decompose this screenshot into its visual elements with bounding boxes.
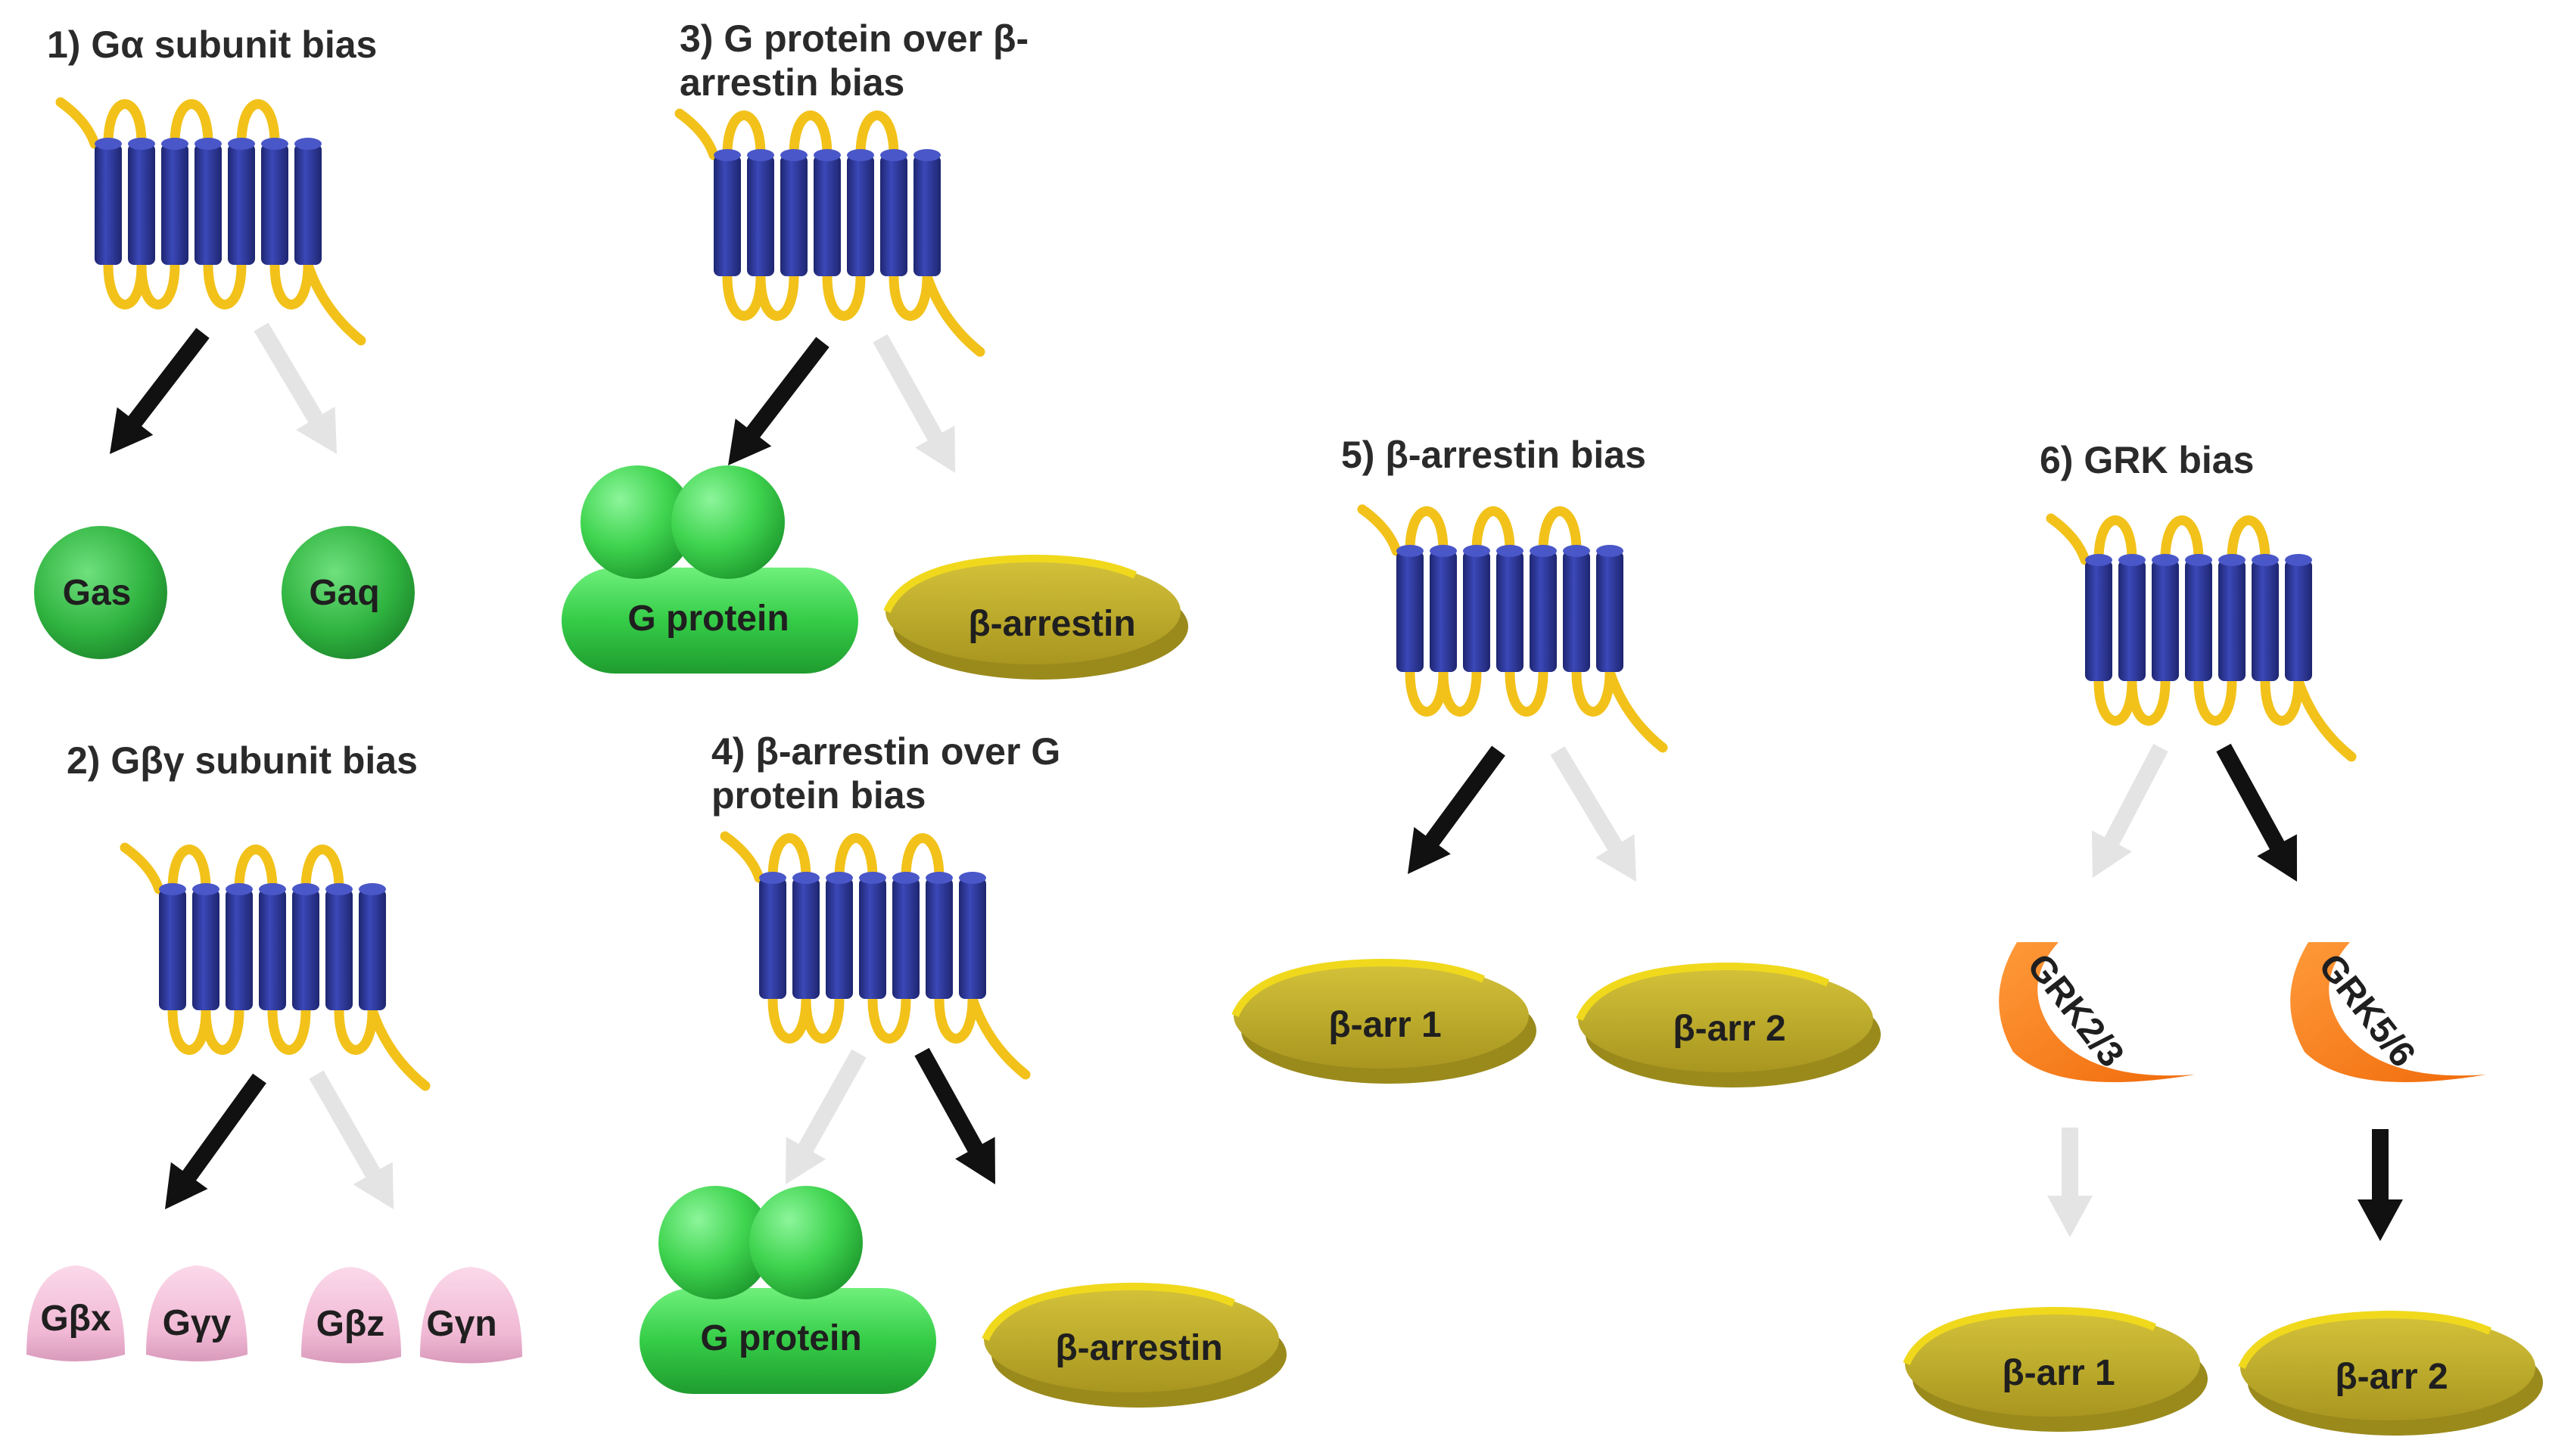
g-alpha-q-label: Gaq: [309, 573, 379, 613]
grk2-3-crescent: GRK2/3: [1999, 942, 2195, 1082]
g-beta-z-subunit: Gβz: [301, 1267, 401, 1364]
gpcr-receptor-icon: [1357, 504, 1668, 753]
g-gamma-y-label: Gγy: [163, 1303, 232, 1343]
panel-2-title: 2) Gβγ subunit bias: [67, 739, 418, 782]
g-protein-heterotrimer: G protein: [562, 465, 858, 674]
panel-4-arrestin-over-gprotein-bias: 4) β-arrestin over G protein bias G prot…: [640, 730, 1287, 1408]
gpcr-receptor-icon: [2046, 513, 2357, 762]
g-protein-label: G protein: [700, 1318, 861, 1358]
active-arrow-icon: [2358, 1129, 2403, 1241]
panel-1-title: 1) Gα subunit bias: [47, 23, 377, 66]
beta-arrestin-1-disc: β-arr 1: [1231, 958, 1536, 1084]
g-alpha-q-sphere: Gaq: [282, 526, 415, 659]
g-protein-label: G protein: [627, 599, 789, 639]
panel-4-title: 4) β-arrestin over G protein bias: [711, 730, 1071, 817]
panel-6-grk-bias: 6) GRK bias GRK2/3 GRK5/6 β-arr 1 β-arr …: [1903, 439, 2543, 1436]
inactive-arrow-icon: [254, 322, 337, 454]
inactive-arrow-icon: [2091, 743, 2168, 878]
beta-arrestin-disc: β-arrestin: [982, 1282, 1287, 1408]
g-alpha-s-label: Gas: [63, 573, 132, 613]
beta-arr-1-label: β-arr 1: [1328, 1005, 1441, 1045]
beta-arr-1-label: β-arr 1: [2002, 1353, 2115, 1393]
inactive-arrow-icon: [2047, 1128, 2093, 1237]
g-gamma-y-subunit: Gγy: [146, 1265, 247, 1361]
inactive-arrow-icon: [786, 1049, 867, 1184]
inactive-arrow-icon: [873, 334, 955, 473]
beta-arrestin-2-disc: β-arr 2: [1576, 962, 1881, 1087]
beta-arrestin-1-disc: β-arr 1: [1903, 1306, 2208, 1432]
active-arrow-icon: [2216, 743, 2297, 882]
active-arrow-icon: [110, 328, 210, 454]
g-protein-heterotrimer: G protein: [640, 1186, 936, 1394]
gpcr-receptor-icon: [720, 831, 1031, 1080]
beta-arrestin-2-disc: β-arr 2: [2238, 1310, 2543, 1436]
g-beta-x-label: Gβx: [40, 1299, 111, 1339]
panel-5-arrestin-bias: 5) β-arrestin bias β-arr 1 β-arr 2: [1231, 434, 1881, 1087]
g-gamma-n-subunit: Gγn: [420, 1267, 522, 1364]
beta-arr-2-label: β-arr 2: [1673, 1009, 1785, 1049]
inactive-arrow-icon: [1550, 746, 1636, 882]
panel-3-title: 3) G protein over β- arrestin bias: [680, 17, 1039, 104]
panel-1-galpha-bias: 1) Gα subunit bias Gas Gaq: [34, 23, 415, 659]
gpcr-receptor-icon: [674, 108, 985, 357]
gpcr-receptor-icon: [120, 842, 431, 1091]
active-arrow-icon: [1408, 745, 1505, 874]
beta-arrestin-label: β-arrestin: [968, 604, 1135, 644]
g-alpha-s-sphere: Gas: [34, 526, 167, 659]
panel-2-gbetagamma-bias: 2) Gβγ subunit bias Gβx Gγy Gβz Gγn: [26, 739, 522, 1364]
inactive-arrow-icon: [309, 1070, 394, 1209]
beta-arr-2-label: β-arr 2: [2335, 1357, 2448, 1397]
g-beta-z-label: Gβz: [316, 1304, 385, 1344]
panel-5-title: 5) β-arrestin bias: [1341, 434, 1646, 476]
active-arrow-icon: [165, 1073, 266, 1209]
gpcr-receptor-icon: [55, 97, 366, 346]
panel-3-gprotein-over-arrestin-bias: 3) G protein over β- arrestin bias G pro…: [562, 17, 1188, 680]
active-arrow-icon: [728, 337, 829, 465]
g-gamma-n-label: Gγn: [426, 1304, 496, 1344]
grk5-6-crescent: GRK5/6: [2290, 942, 2486, 1082]
active-arrow-icon: [914, 1047, 995, 1184]
panel-6-title: 6) GRK bias: [2040, 439, 2254, 481]
g-beta-x-subunit: Gβx: [26, 1265, 125, 1361]
beta-arrestin-disc: β-arrestin: [883, 554, 1188, 680]
beta-arrestin-label: β-arrestin: [1055, 1328, 1222, 1368]
